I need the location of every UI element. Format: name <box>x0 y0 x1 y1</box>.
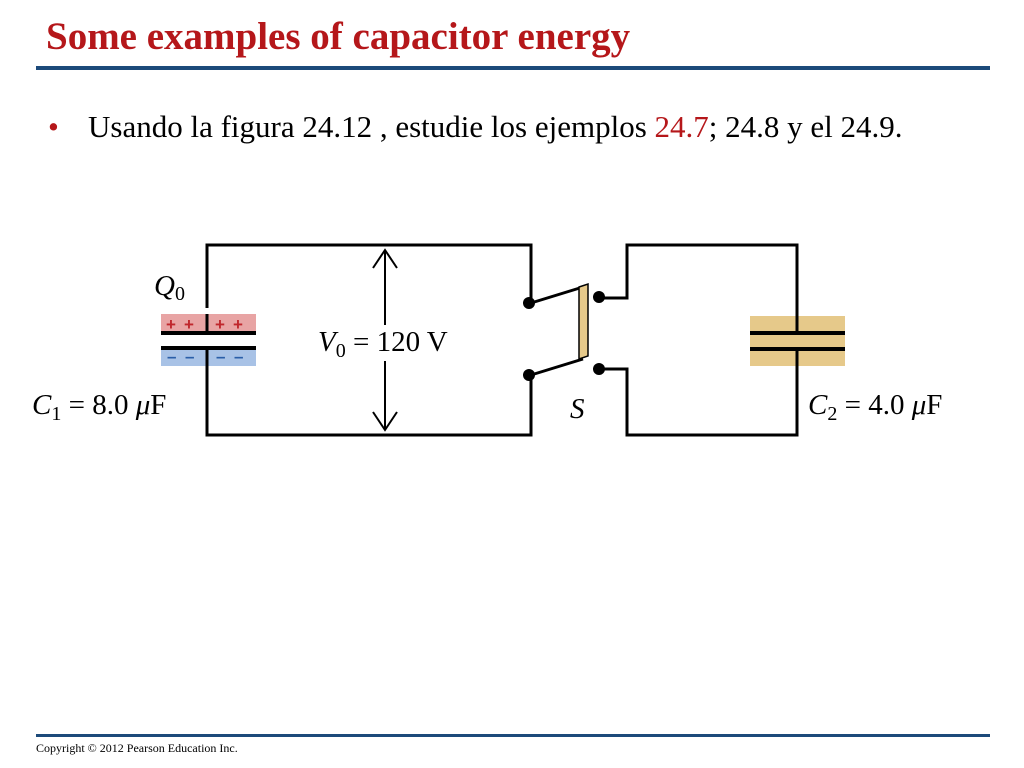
c2-mu: μ <box>911 389 927 421</box>
voltage-arrow-bottom-head <box>372 411 398 432</box>
bullet-text-after: ; 24.8 y el 24.9. <box>708 109 903 144</box>
c2-subscript: 2 <box>827 403 837 425</box>
c1-minus-sign: – <box>216 347 225 366</box>
copyright-footer: Copyright © 2012 Pearson Education Inc. <box>36 741 238 755</box>
c1-minus-sign: – <box>185 347 194 366</box>
c1-mu: μ <box>135 389 151 421</box>
bullet-item: • Usando la figura 24.12 , estudie los e… <box>48 108 988 146</box>
bullet-text: Usando la figura 24.12 , estudie los eje… <box>88 108 988 146</box>
v0-value: = 120 V <box>346 326 448 358</box>
c2-label: C2 = 4.0 μF <box>808 389 942 425</box>
c2-symbol: C <box>808 389 828 421</box>
footer-divider <box>36 734 990 737</box>
v0-label: V0 = 120 V <box>318 326 448 362</box>
bullet-marker: • <box>48 109 59 144</box>
switch-contact-left-top <box>523 297 535 309</box>
voltage-label-background <box>316 325 469 361</box>
bullet-text-before: Usando la figura 24.12 , estudie los eje… <box>88 109 655 144</box>
switch-blade-top <box>530 285 584 305</box>
c1-symbol: C <box>32 389 52 421</box>
c2-unit: F <box>926 389 942 421</box>
switch-blade-bottom <box>530 357 584 377</box>
example-reference-highlight: 24.7 <box>654 109 709 144</box>
slide-title: Some examples of capacitor energy <box>46 15 631 58</box>
c1-plus-sign: + <box>233 315 243 334</box>
switch-contact-left-bottom <box>523 369 535 381</box>
title-divider <box>36 66 990 70</box>
switch-label: S <box>570 393 585 425</box>
c1-value: = 8.0 <box>61 389 135 421</box>
left-circuit-bottom-wire <box>205 350 533 437</box>
c1-minus-sign: – <box>234 347 243 366</box>
c1-plus-sign: + <box>184 315 194 334</box>
q0-symbol: Q <box>154 270 175 302</box>
c1-unit: F <box>150 389 166 421</box>
v0-subscript: 0 <box>336 340 346 362</box>
c2-value: = 4.0 <box>837 389 911 421</box>
c1-plus-sign: + <box>166 315 176 334</box>
c1-plus-sign: + <box>215 315 225 334</box>
v0-symbol: V <box>318 326 339 358</box>
c1-minus-sign: – <box>167 347 176 366</box>
c1-subscript: 1 <box>51 403 61 425</box>
q0-subscript: 0 <box>175 283 185 305</box>
switch-handle-bar[interactable] <box>578 282 589 361</box>
voltage-arrow-top-head <box>372 248 398 269</box>
left-circuit-top-wire <box>205 243 533 308</box>
q0-label: Q0 <box>154 270 185 305</box>
c1-label: C1 = 8.0 μF <box>32 389 166 425</box>
